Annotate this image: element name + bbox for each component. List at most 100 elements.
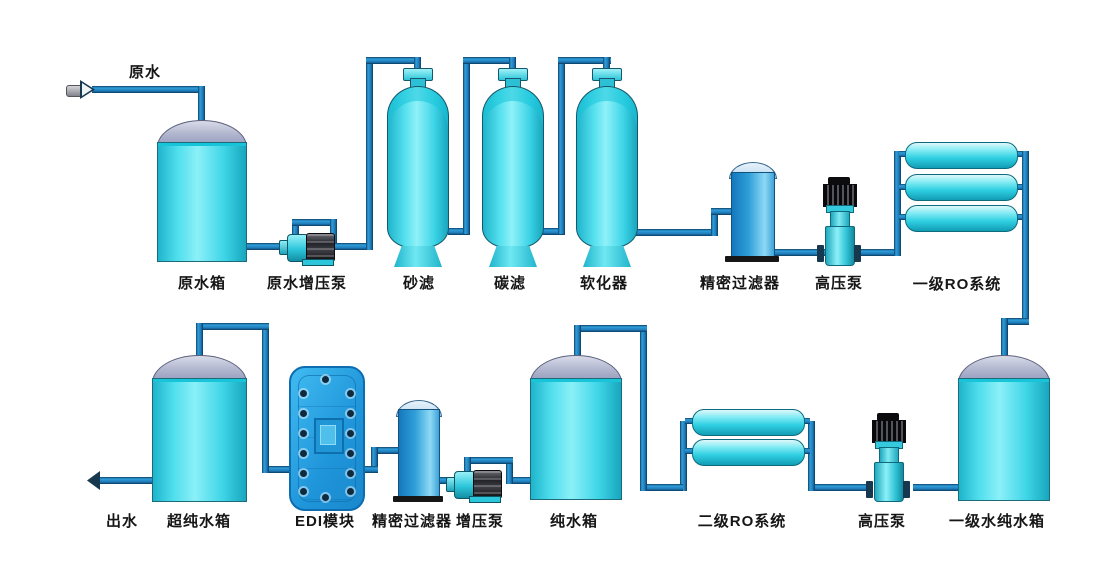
label-booster-pump-2: 增压泵 [455, 513, 505, 530]
high-pressure-pump-1 [817, 177, 861, 266]
label-ro-stage-2: 二级RO系统 [697, 513, 787, 530]
label-precision-filter-2: 精密过滤器 [371, 513, 453, 530]
ro1-membrane-2 [905, 174, 1018, 201]
sand-filter-vessel [387, 58, 449, 267]
vessel-body [576, 86, 638, 248]
bolt-icon [300, 470, 307, 477]
filter-body [398, 409, 440, 499]
pipe-segment [771, 249, 831, 256]
pipe-segment [448, 228, 470, 235]
pure-water-tank [530, 355, 622, 500]
pipe-segment [859, 249, 901, 256]
pump-motor-fins [872, 420, 906, 443]
stage1-pure-water-tank [958, 355, 1050, 501]
pipe-segment [808, 421, 815, 491]
pipe-stub [801, 448, 810, 454]
bolt-icon [347, 488, 354, 495]
pipe-stub [685, 448, 694, 454]
bolt-icon [300, 450, 307, 457]
vessel-foot [489, 246, 537, 267]
label-sand-filter: 砂滤 [402, 275, 436, 292]
bolt-icon [347, 410, 354, 417]
pipe-segment [198, 86, 205, 134]
pipe-segment [558, 57, 611, 64]
pipe-segment [436, 477, 453, 484]
pipe-segment [643, 484, 683, 491]
label-edi-module: EDI模块 [294, 513, 356, 530]
label-ultrapure-tank: 超纯水箱 [166, 513, 232, 530]
bolt-icon [347, 390, 354, 397]
high-pressure-pump-2 [866, 413, 910, 502]
label-ro-stage-1: 一级RO系统 [912, 276, 1002, 293]
pump-cap [828, 177, 850, 185]
label-stage1-pure-tank: 一级水纯水箱 [948, 513, 1046, 530]
pump-motor-fins [823, 184, 857, 207]
label-precision-filter-1: 精密过滤器 [699, 275, 781, 292]
pipe-segment [292, 219, 337, 226]
edi-center-plate-inner [320, 425, 336, 445]
pipe-segment [196, 323, 269, 330]
vessel-foot [394, 246, 442, 267]
precision-filter-2 [393, 400, 443, 502]
pump-motor [306, 233, 335, 262]
pipe-segment [371, 447, 400, 454]
bolt-icon [300, 430, 307, 437]
pipe-segment [574, 325, 647, 332]
pipe-segment [371, 447, 378, 473]
pipe-segment [1001, 318, 1008, 362]
raw-water-tank [157, 120, 247, 262]
vessel-foot [583, 246, 631, 267]
pump-motor [473, 470, 502, 499]
pump-body [825, 226, 855, 266]
edi-center-plate [314, 418, 344, 454]
inlet-arrow-icon-inner [82, 83, 92, 96]
ro1-membrane-3 [905, 205, 1018, 232]
pipe-segment [262, 466, 290, 473]
pipe-segment [603, 57, 610, 71]
label-carbon-filter: 碳滤 [493, 275, 527, 292]
vessel-body [482, 86, 544, 248]
pipe-stub [1014, 151, 1024, 157]
pipe-segment [92, 86, 205, 93]
pipe-segment [509, 57, 516, 71]
pipe-segment [464, 457, 471, 473]
label-hp-pump-2: 高压泵 [857, 513, 907, 530]
ro2-membrane-1 [692, 409, 805, 436]
pipe-segment [366, 57, 373, 250]
label-softener: 软化器 [579, 275, 629, 292]
pump-flange [817, 245, 824, 262]
pump-flange [854, 245, 861, 262]
pipe-segment [366, 57, 421, 64]
outlet-arrow-icon [87, 471, 100, 490]
pipe-segment [558, 57, 565, 234]
pump-body [874, 462, 904, 502]
bolt-icon [347, 450, 354, 457]
ro2-membrane-2 [692, 439, 805, 466]
label-water-out: 出水 [105, 513, 139, 530]
bolt-icon [347, 430, 354, 437]
bolt-icon [347, 470, 354, 477]
pipe-stub [899, 151, 907, 157]
pipe-segment [359, 466, 378, 473]
pipe-segment [813, 484, 869, 491]
label-hp-pump-1: 高压泵 [814, 275, 864, 292]
pipe-segment [463, 57, 470, 234]
bolt-icon [300, 488, 307, 495]
pipe-segment [711, 208, 718, 236]
pipe-segment [262, 323, 269, 473]
pipe-segment [98, 477, 154, 484]
pipe-segment [463, 57, 516, 64]
bolt-icon [322, 376, 329, 383]
pipe-segment [574, 325, 581, 362]
pipe-segment [894, 151, 901, 256]
pipe-segment [512, 477, 534, 484]
pipe-segment [196, 323, 203, 362]
pipe-stub [685, 418, 694, 424]
label-raw-tank: 原水箱 [177, 275, 227, 292]
pipe-segment [245, 243, 285, 250]
pipe-segment [913, 484, 959, 491]
ro1-membrane-1 [905, 142, 1018, 169]
filter-body [731, 172, 775, 259]
pipe-segment [464, 457, 513, 464]
pipe-stub [899, 184, 907, 190]
